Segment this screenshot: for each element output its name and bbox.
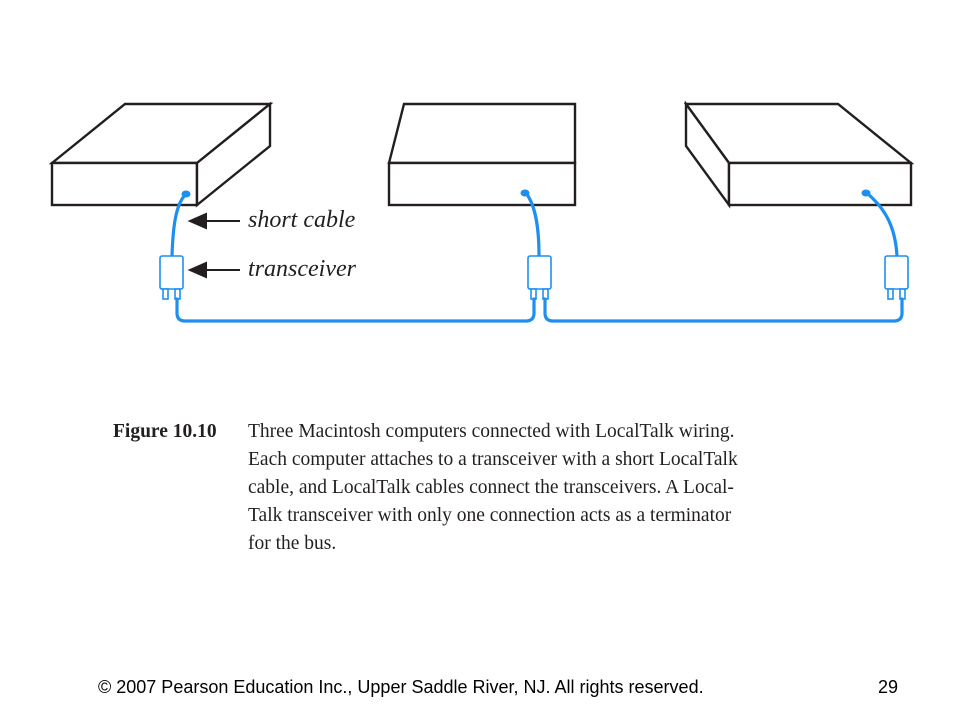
short-cable-1: [170, 193, 187, 258]
computer-2: [387, 102, 577, 207]
caption-line: for the bus.: [248, 533, 337, 554]
caption-line: cable, and LocalTalk cables connect the …: [248, 477, 734, 498]
short-cables: [170, 189, 899, 258]
figure-label: Figure 10.10: [113, 421, 217, 442]
short-cable-3: [865, 191, 899, 258]
bus-cable-1-2: [175, 297, 536, 323]
connector-plug-1: [181, 190, 191, 198]
caption-line: Three Macintosh computers connected with…: [248, 421, 735, 442]
transceiver-1: [159, 255, 184, 300]
copyright-footer: © 2007 Pearson Education Inc., Upper Sad…: [98, 677, 704, 697]
computer-3: [683, 100, 915, 209]
label-transceiver: transceiver: [248, 256, 357, 282]
localtalk-diagram: short cable transceiver: [48, 100, 915, 323]
connector-plug-2: [520, 189, 530, 197]
computer-1: [48, 101, 274, 208]
arrowhead-icon: [187, 212, 207, 230]
short-cable-2: [524, 191, 541, 258]
transceiver-3: [884, 255, 909, 300]
pointer-arrows: [187, 212, 240, 279]
label-short-cable: short cable: [248, 207, 356, 233]
localtalk-bus-cables: [175, 297, 904, 323]
connector-plug-3: [861, 189, 871, 197]
caption-line: Each computer attaches to a transceiver …: [248, 449, 738, 470]
caption-line: Talk transceiver with only one connectio…: [248, 505, 732, 526]
transceiver-2: [527, 255, 552, 300]
bus-cable-2-3: [543, 297, 904, 323]
caption-text: Three Macintosh computers connected with…: [248, 418, 858, 558]
page-number: 29: [878, 677, 899, 697]
arrowhead-icon: [187, 261, 207, 279]
